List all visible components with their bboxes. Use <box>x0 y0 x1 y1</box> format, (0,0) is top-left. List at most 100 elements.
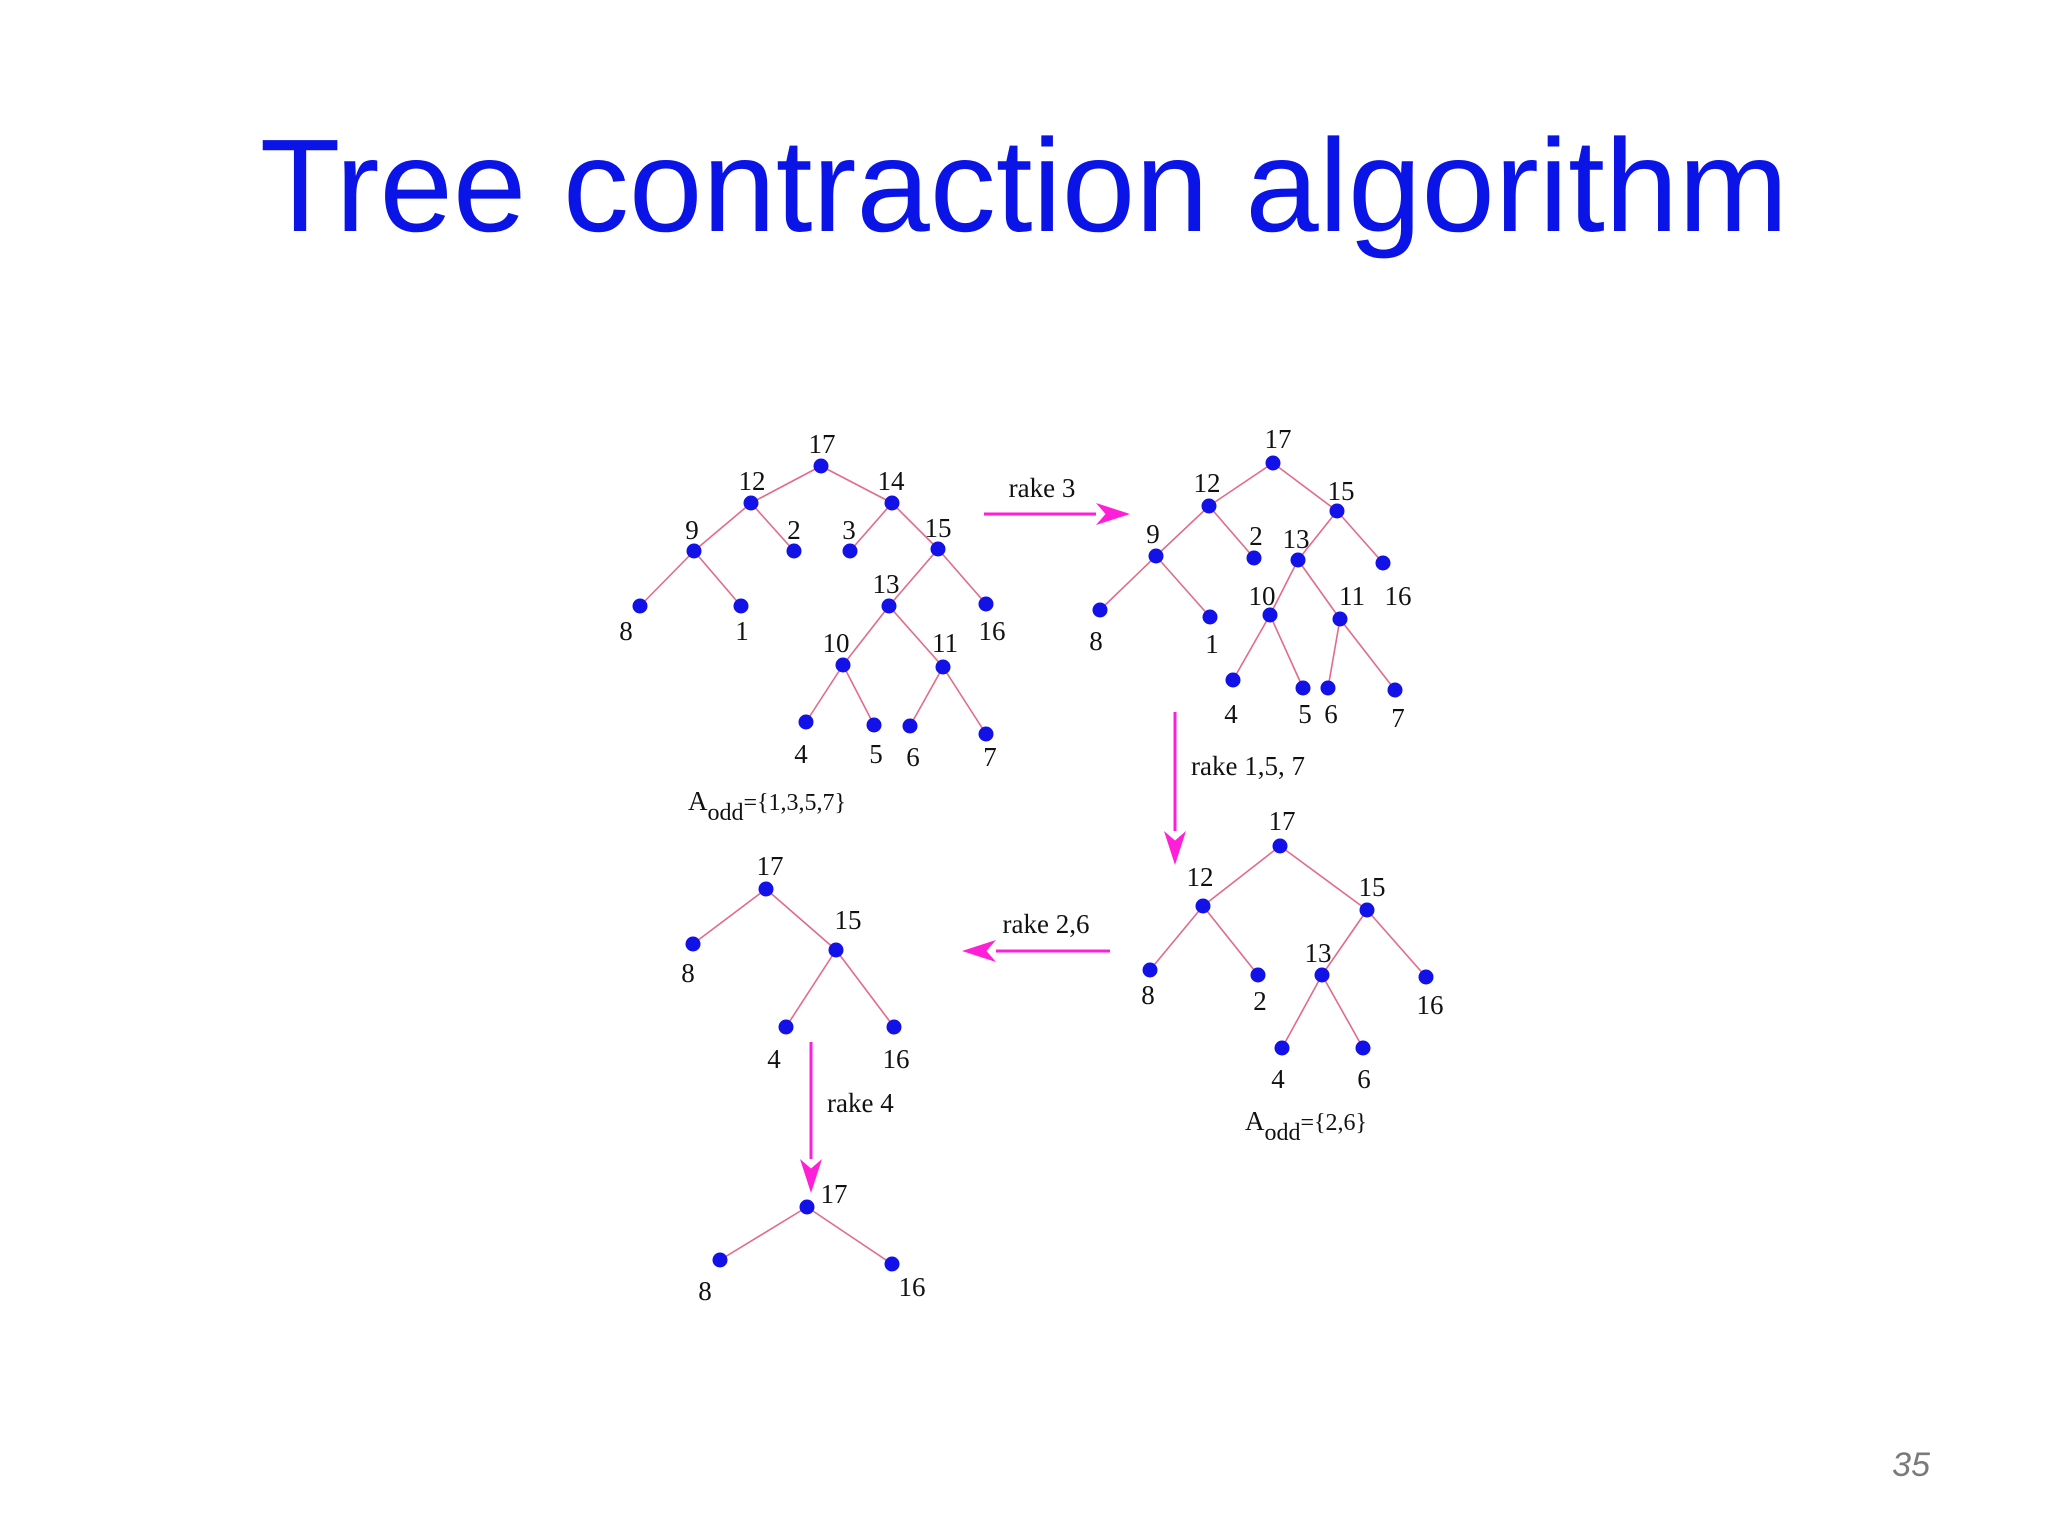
tree-edge <box>1297 559 1341 620</box>
tree-node <box>1359 902 1375 918</box>
node-label: 4 <box>1224 699 1238 729</box>
node-label: 2 <box>1249 521 1263 551</box>
tree-edge <box>806 1206 893 1265</box>
rake-label: rake 2,6 <box>1003 909 1090 939</box>
tree-node <box>1295 680 1311 696</box>
node-label: 11 <box>1339 581 1365 611</box>
tree-node <box>881 598 897 614</box>
node-label: 16 <box>1385 581 1412 611</box>
tree-node <box>1202 609 1218 625</box>
tree-edge <box>820 465 893 504</box>
tree-edge <box>891 502 939 550</box>
node-label: 13 <box>873 569 900 599</box>
tree-node <box>1148 548 1164 564</box>
node-label: 4 <box>767 1044 781 1074</box>
tree-node <box>799 1199 815 1215</box>
tree-node <box>632 598 648 614</box>
node-label: 8 <box>681 958 695 988</box>
tree-edge <box>1279 845 1368 911</box>
rake-label: rake 3 <box>1009 473 1076 503</box>
tree-node <box>712 1252 728 1268</box>
tree-node <box>902 718 918 734</box>
tree-node <box>1201 498 1217 514</box>
tree-edge <box>1336 510 1384 564</box>
node-label: 13 <box>1305 938 1332 968</box>
rake-arrow-a1: rake 3 <box>984 473 1130 525</box>
node-label: 16 <box>1417 990 1444 1020</box>
tree-node <box>1375 555 1391 571</box>
tree-edge <box>1272 462 1338 512</box>
node-label: 6 <box>1357 1064 1371 1094</box>
tree-node <box>1092 602 1108 618</box>
node-label: 8 <box>698 1276 712 1306</box>
tree-node <box>733 598 749 614</box>
node-label: 12 <box>739 466 766 496</box>
tree-node <box>1262 607 1278 623</box>
rake-arrow-a4: rake 4 <box>800 1042 894 1193</box>
node-label: 1 <box>735 616 749 646</box>
tree-edge <box>750 502 795 552</box>
node-label: 7 <box>1391 703 1405 733</box>
tree-node <box>685 936 701 952</box>
tree-edge <box>842 664 875 726</box>
tree-edge <box>888 605 944 668</box>
tree-edge <box>719 1206 808 1261</box>
tree-node <box>1329 503 1345 519</box>
node-label: 17 <box>1265 424 1292 454</box>
tree-node <box>842 543 858 559</box>
tree-node <box>1246 550 1262 566</box>
tree-edge <box>693 502 752 552</box>
tree-node <box>758 881 774 897</box>
node-label: 4 <box>794 739 808 769</box>
tree-edge <box>1339 618 1396 691</box>
node-label: 15 <box>1328 476 1355 506</box>
tree-edge <box>1366 909 1427 978</box>
page-number: 35 <box>1892 1446 1930 1484</box>
node-label: 11 <box>932 628 958 658</box>
tree-edge <box>692 888 767 945</box>
tree-edge <box>942 666 987 735</box>
node-label: 2 <box>787 515 801 545</box>
node-label: 6 <box>906 742 920 772</box>
tree-node <box>1355 1040 1371 1056</box>
tree-node <box>866 717 882 733</box>
node-label: 17 <box>821 1179 848 1209</box>
a-odd-caption: Aodd={2,6} <box>1245 1106 1367 1146</box>
node-label: 6 <box>1324 699 1338 729</box>
rake-arrow-a2: rake 1,5, 7 <box>1164 712 1305 865</box>
node-label: 12 <box>1187 862 1214 892</box>
tree-node <box>884 495 900 511</box>
node-label: 16 <box>979 616 1006 646</box>
tree-node <box>1274 1040 1290 1056</box>
tree-edge <box>849 502 893 552</box>
rake-arrow-a3: rake 2,6 <box>962 909 1110 962</box>
node-label: 17 <box>809 429 836 459</box>
tree-t5: 17 8 16 <box>698 1179 925 1306</box>
node-label: 8 <box>1089 626 1103 656</box>
node-label: 9 <box>1146 519 1160 549</box>
tree-edge <box>1327 618 1341 689</box>
node-label: 3 <box>842 515 856 545</box>
tree-edge <box>1099 555 1157 611</box>
tree-edge <box>909 666 944 727</box>
tree-edge <box>1155 555 1211 618</box>
tree-edge <box>888 548 939 607</box>
node-label: 12 <box>1194 468 1221 498</box>
node-label: 16 <box>899 1272 926 1302</box>
tree-node <box>686 543 702 559</box>
tree-edge <box>805 664 844 723</box>
tree-node <box>813 458 829 474</box>
arrow-head <box>962 940 996 962</box>
tree-node <box>743 495 759 511</box>
node-label: 8 <box>1141 980 1155 1010</box>
node-label: 7 <box>983 742 997 772</box>
tree-node <box>1290 552 1306 568</box>
tree-node <box>884 1256 900 1272</box>
tree-node <box>1332 611 1348 627</box>
tree-node <box>978 726 994 742</box>
tree-edge <box>1155 505 1210 557</box>
